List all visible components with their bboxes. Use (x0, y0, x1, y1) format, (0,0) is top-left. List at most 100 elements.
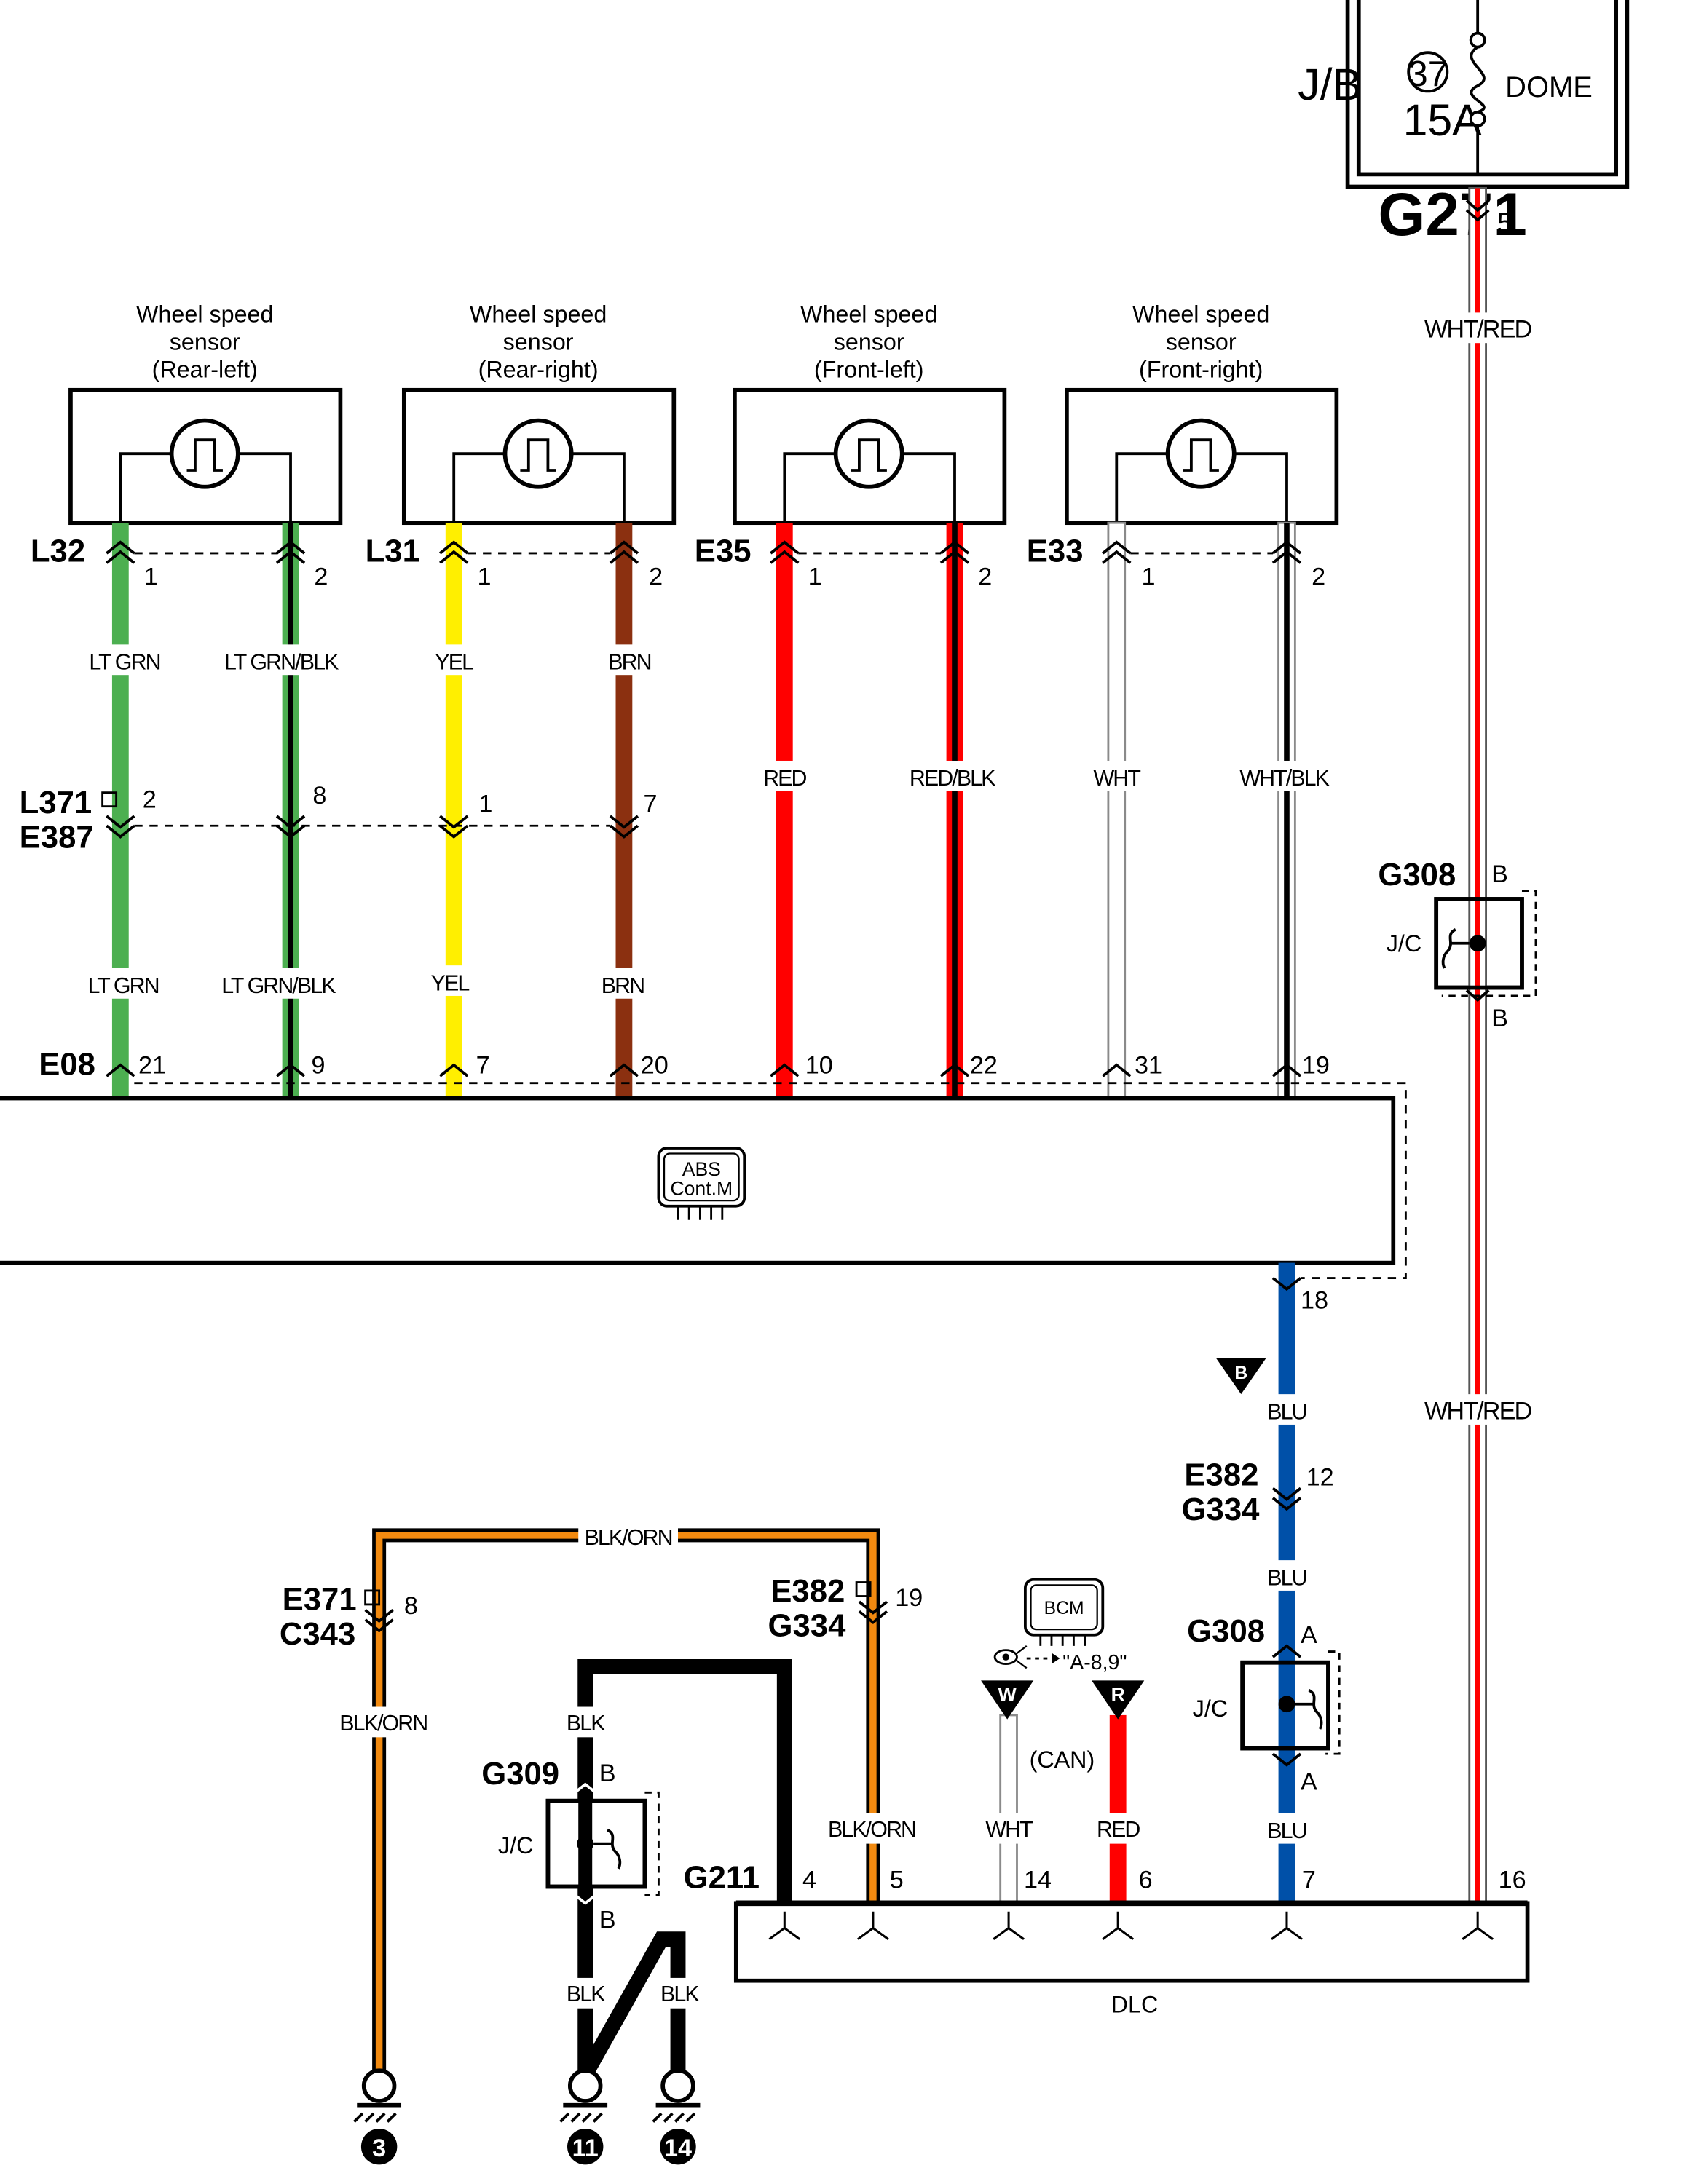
ground-3-label: 3 (372, 2134, 386, 2162)
sensor-fl-title: Wheel speed (800, 301, 937, 328)
g271-pin: 5 (1497, 208, 1513, 239)
wht-red-label: WHT/RED (1424, 316, 1531, 344)
blk-top-label: BLK (567, 1711, 605, 1736)
wire-label-lt-grn: LT GRN (89, 650, 159, 675)
e33-label: E33 (1027, 533, 1084, 569)
e08-pin-10: 10 (805, 1051, 833, 1079)
abs-module-label-2: Cont.M (670, 1178, 733, 1200)
connector-chevrons (106, 540, 1302, 1077)
sensor-wires (111, 521, 1296, 1099)
wire-label-lt-grn-blk-low: LT GRN/BLK (221, 973, 336, 998)
g308-top-label: G308 (1378, 857, 1456, 893)
fuse-number: 37 (1408, 54, 1448, 94)
wht-red-label-lower: WHT/RED (1424, 1397, 1531, 1425)
eye-icon (993, 1645, 1028, 1669)
blu-label-2: BLU (1267, 1565, 1306, 1590)
blk-low-left-label: BLK (567, 1982, 605, 2006)
can-w-marker-icon (981, 1680, 1034, 1720)
bcm-label: BCM (1044, 1599, 1084, 1618)
dlc-red-label: RED (1097, 1817, 1140, 1842)
e08-pin-21: 21 (138, 1051, 166, 1079)
wire-label-wht: WHT (1094, 766, 1141, 791)
g308-bottom-junction: G308 A A J/C (1187, 1613, 1341, 1796)
e35-pin2: 2 (978, 563, 992, 591)
dlc-label: DLC (1111, 1991, 1159, 2017)
e08-pin-7: 7 (476, 1051, 490, 1079)
can-r-label: R (1111, 1684, 1125, 1706)
e371-pin-8: 8 (404, 1592, 418, 1620)
ground-11-label: 11 (572, 2134, 599, 2162)
fuse-symbol-icon (1469, 0, 1486, 175)
abs-module-label-1: ABS (682, 1158, 721, 1180)
fuse-name: DOME (1505, 71, 1593, 103)
pulse-sensor-icons (119, 418, 1288, 523)
inline-pin-7: 7 (644, 790, 658, 818)
l31-pin1: 1 (478, 563, 492, 591)
l32-pin1: 1 (144, 563, 158, 591)
wire-label-red-blk: RED/BLK (910, 766, 995, 791)
dlc-wht-label: WHT (985, 1817, 1033, 1842)
can-w-label: W (998, 1684, 1017, 1706)
sensor-fl-line3: (Front-left) (814, 357, 924, 383)
connector-labels: L32 L31 E35 E33 1 2 1 2 1 2 1 2 L371 E38… (20, 533, 1330, 1082)
blk-orn-wire: BLK/ORN BLK/ORN BLK/ORN E371 C343 8 E382… (280, 1521, 923, 2075)
inline-pin-8: 8 (312, 782, 326, 810)
l32-label: L32 (31, 533, 85, 569)
dlc-pin-5: 5 (890, 1866, 904, 1894)
sensor-fr-line2: sensor (1166, 329, 1237, 355)
e08-pin-20: 20 (641, 1051, 669, 1079)
e382-pin-12: 12 (1306, 1464, 1334, 1492)
blk-orn-right-label: BLK/ORN (828, 1817, 915, 1842)
sensor-rear-right: Wheel speed sensor (Rear-right) (401, 301, 677, 526)
wire-label-yel: YEL (435, 650, 473, 675)
g308-top-pin-b2: B (1491, 1005, 1508, 1032)
fuse-rating: 15A (1403, 95, 1483, 145)
abs-control-module: ABS Cont.M (0, 1096, 1396, 1265)
fuse-number-circle (1407, 51, 1449, 93)
sensor-fl-line2: sensor (834, 329, 904, 355)
wire-label-lt-grn-blk: LT GRN/BLK (224, 650, 339, 675)
g308-bottom-label: G308 (1187, 1613, 1265, 1649)
e08-label: E08 (39, 1046, 95, 1082)
ground-14-label: 14 (664, 2134, 692, 2162)
blk-low-right-label: BLK (660, 1982, 699, 2006)
g211-label: G211 (684, 1859, 760, 1895)
sensor-rr-title: Wheel speed (470, 301, 607, 328)
blk-orn-left-label: BLK/ORN (339, 1711, 427, 1736)
sensor-front-right: Wheel speed sensor (Front-right) (1065, 301, 1339, 526)
wire-label-brn: BRN (608, 650, 650, 675)
l371-label: L371 (20, 785, 92, 820)
blu-label-3: BLU (1267, 1819, 1306, 1843)
sensor-rl-line3: (Rear-left) (152, 357, 258, 383)
g308-top-jc: J/C (1387, 930, 1421, 957)
sensor-rl-line2: sensor (170, 329, 240, 355)
wire-label-lt-grn-low: LT GRN (88, 973, 159, 998)
wire-label-wht-blk: WHT/BLK (1239, 766, 1329, 791)
wire-color-labels: LT GRN LT GRN/BLK YEL BRN RED RED/BLK WH… (83, 644, 1334, 999)
dlc-pin-7: 7 (1302, 1866, 1316, 1894)
g334-label: G334 (1182, 1492, 1261, 1527)
wht-red-wire: WHT/RED WHT/RED (1424, 186, 1533, 1904)
e382-label: E382 (1184, 1457, 1258, 1493)
dlc-pin-16: 16 (1499, 1866, 1526, 1894)
e08-pin-31: 31 (1135, 1051, 1162, 1079)
sensor-rr-line3: (Rear-right) (478, 357, 599, 383)
g309-junction: G309 B B J/C (481, 1756, 660, 1934)
g308-top-junction: G308 B B J/C (1378, 857, 1537, 1032)
wire-label-brn-low: BRN (602, 973, 644, 998)
ground-11: 11 (559, 2068, 608, 2165)
ground-14: 14 (652, 2068, 701, 2165)
g308-bottom-pin-a2: A (1301, 1768, 1317, 1796)
wire-label-yel-low: YEL (431, 970, 470, 995)
blk-orn-top-label: BLK/ORN (585, 1525, 672, 1550)
dlc-pin-4: 4 (802, 1866, 816, 1894)
l32-pin2: 2 (314, 563, 328, 591)
g271-connector-label: G271 (1378, 180, 1526, 248)
g308-bottom-jc: J/C (1193, 1696, 1228, 1722)
blu-wire: 18 B BLU E382 G334 12 BLU BLU (1182, 1262, 1334, 1904)
blu-label-1: BLU (1267, 1399, 1306, 1424)
sensor-rear-left: Wheel speed sensor (Rear-left) (68, 301, 343, 526)
wire-label-red: RED (763, 766, 806, 791)
sensor-rr-line2: sensor (503, 329, 574, 355)
